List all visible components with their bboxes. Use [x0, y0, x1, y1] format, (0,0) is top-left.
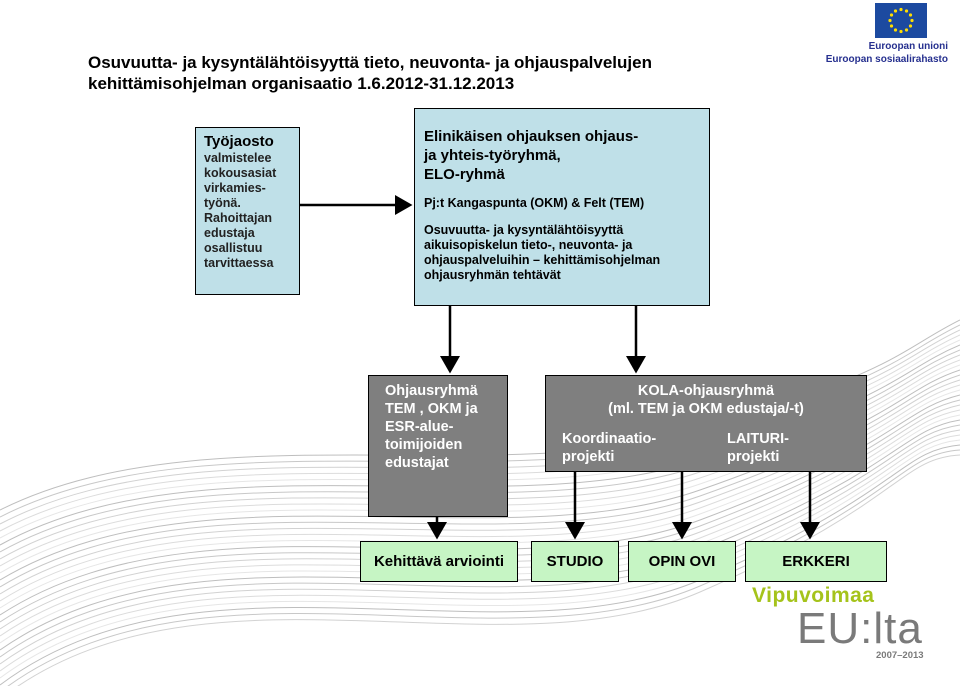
tyojaosto-line: työnä. [204, 196, 241, 210]
eu-star-icon [889, 24, 894, 28]
ohjausryhma-box: Ohjausryhmä TEM , OKM ja ESR-alue- toimi… [368, 375, 508, 517]
background-wave-line [0, 354, 960, 560]
background-wave-line [0, 429, 960, 665]
ohjausryhma-line: Ohjausryhmä [385, 383, 478, 399]
eu-star-icon [904, 28, 909, 32]
background-wave-line [0, 374, 960, 588]
background-wave-line [0, 364, 960, 574]
elo-description: Osuvuutta- ja kysyntälähtöisyyttä aikuis… [424, 223, 701, 283]
background-wave-line [7, 449, 960, 686]
tyojaosto-line: valmistelee [204, 151, 272, 165]
eu-star-icon [908, 13, 913, 17]
eu-flag-icon [875, 3, 927, 38]
title-line-2: kehittämisohjelman organisaatio 1.6.2012… [88, 74, 515, 93]
background-wave-line [0, 389, 960, 609]
kola-ohjausryhma-box: KOLA-ohjausryhmä (ml. TEM ja OKM edustaj… [545, 375, 867, 472]
vipuvoimaa-logo-years: 2007–2013 [876, 650, 924, 661]
koordinaatio-line: Koordinaatio- [562, 431, 657, 447]
laituri-line: projekti [727, 449, 780, 465]
page-title: Osuvuutta- ja kysyntälähtöisyyttä tieto,… [88, 52, 788, 94]
elo-ryhma-box: Elinikäisen ohjauksen ohjaus- ja yhteis-… [414, 108, 710, 306]
tyojaosto-line: virkamies- [204, 181, 266, 195]
background-wave-line [0, 359, 960, 567]
background-wave-line [0, 344, 960, 546]
kola-heading: KOLA-ohjausryhmä [637, 383, 775, 399]
background-wave-line [0, 439, 960, 679]
ohjausryhma-line: edustajat [385, 455, 449, 471]
title-line-1: Osuvuutta- ja kysyntälähtöisyyttä tieto,… [88, 53, 652, 72]
tyojaosto-line: kokousasiat [204, 166, 277, 180]
background-wave-line [0, 379, 960, 595]
eu-star-icon [888, 18, 892, 23]
koordinaatio-line: projekti [562, 449, 615, 465]
eu-star-icon [908, 24, 913, 28]
laituri-projekti-label: LAITURI- projekti [727, 430, 847, 466]
elo-description-line: aikuisopiskelun tieto-, neuvonta- ja [424, 238, 633, 252]
eu-star-icon [893, 28, 898, 32]
ohjausryhma-text: Ohjausryhmä TEM , OKM ja ESR-alue- toimi… [385, 382, 499, 472]
elo-heading-line: ELO-ryhmä [424, 166, 505, 183]
project-erkkeri: ERKKERI [745, 541, 887, 582]
eu-star-icon [889, 13, 894, 17]
elo-heading-line: ja yhteis-työryhmä, [424, 147, 561, 164]
background-wave-line [0, 384, 960, 602]
eu-logo-text: Euroopan unioni Euroopan sosiaalirahasto [808, 40, 948, 66]
eu-star-icon [904, 9, 909, 13]
elo-description-line: Osuvuutta- ja kysyntälähtöisyyttä [424, 223, 624, 237]
tyojaosto-description: valmistelee kokousasiat virkamies- työnä… [204, 151, 291, 271]
koordinaatio-projekti-label: Koordinaatio- projekti [562, 430, 702, 466]
eu-star-icon [893, 9, 898, 13]
background-wave-line [0, 369, 960, 581]
tyojaosto-line: Rahoittajan [204, 211, 273, 225]
laituri-line: LAITURI- [727, 431, 790, 447]
ohjausryhma-line: TEM , OKM ja [385, 401, 478, 417]
vipuvoimaa-logo-eu: EU:lta [797, 604, 923, 653]
background-wave-line [0, 339, 960, 539]
vipuvoimaa-logo-title: Vipuvoimaa [752, 584, 875, 607]
background-wave-line [17, 454, 960, 686]
eu-logo-line-2: Euroopan sosiaalirahasto [825, 54, 948, 65]
elo-heading: Elinikäisen ohjauksen ohjaus- ja yhteis-… [424, 127, 701, 184]
elo-description-line: ohjausryhmän tehtävät [424, 268, 561, 282]
ohjausryhma-line: toimijoiden [385, 437, 463, 453]
ohjausryhma-line: ESR-alue- [385, 419, 454, 435]
background-wave-line [0, 434, 960, 672]
tyojaosto-box: Työjaosto valmistelee kokousasiat virkam… [195, 127, 300, 295]
tyojaosto-line: osallistuu [204, 241, 263, 255]
eu-star-icon [899, 7, 903, 12]
background-wave-line [0, 444, 960, 686]
elo-heading-line: Elinikäisen ohjauksen ohjaus- [424, 128, 639, 145]
project-studio: STUDIO [531, 541, 619, 582]
elo-chairs: Pj:t Kangaspunta (OKM) & Felt (TEM) [424, 196, 645, 210]
project-opin-ovi: OPIN OVI [628, 541, 736, 582]
eu-logo-line-1: Euroopan unioni [868, 41, 948, 52]
tyojaosto-line: edustaja [204, 226, 255, 240]
kola-subheading: (ml. TEM ja OKM edustaja/-t) [608, 401, 804, 417]
eu-star-icon [899, 29, 903, 34]
tyojaosto-heading: Työjaosto [204, 133, 274, 150]
elo-description-line: ohjauspalveluihin – kehittämisohjelman [424, 253, 661, 267]
eu-star-icon [910, 18, 914, 23]
tyojaosto-line: tarvittaessa [204, 256, 274, 270]
background-wave-line [0, 349, 960, 553]
project-kehittava-arviointi: Kehittävä arviointi [360, 541, 518, 582]
